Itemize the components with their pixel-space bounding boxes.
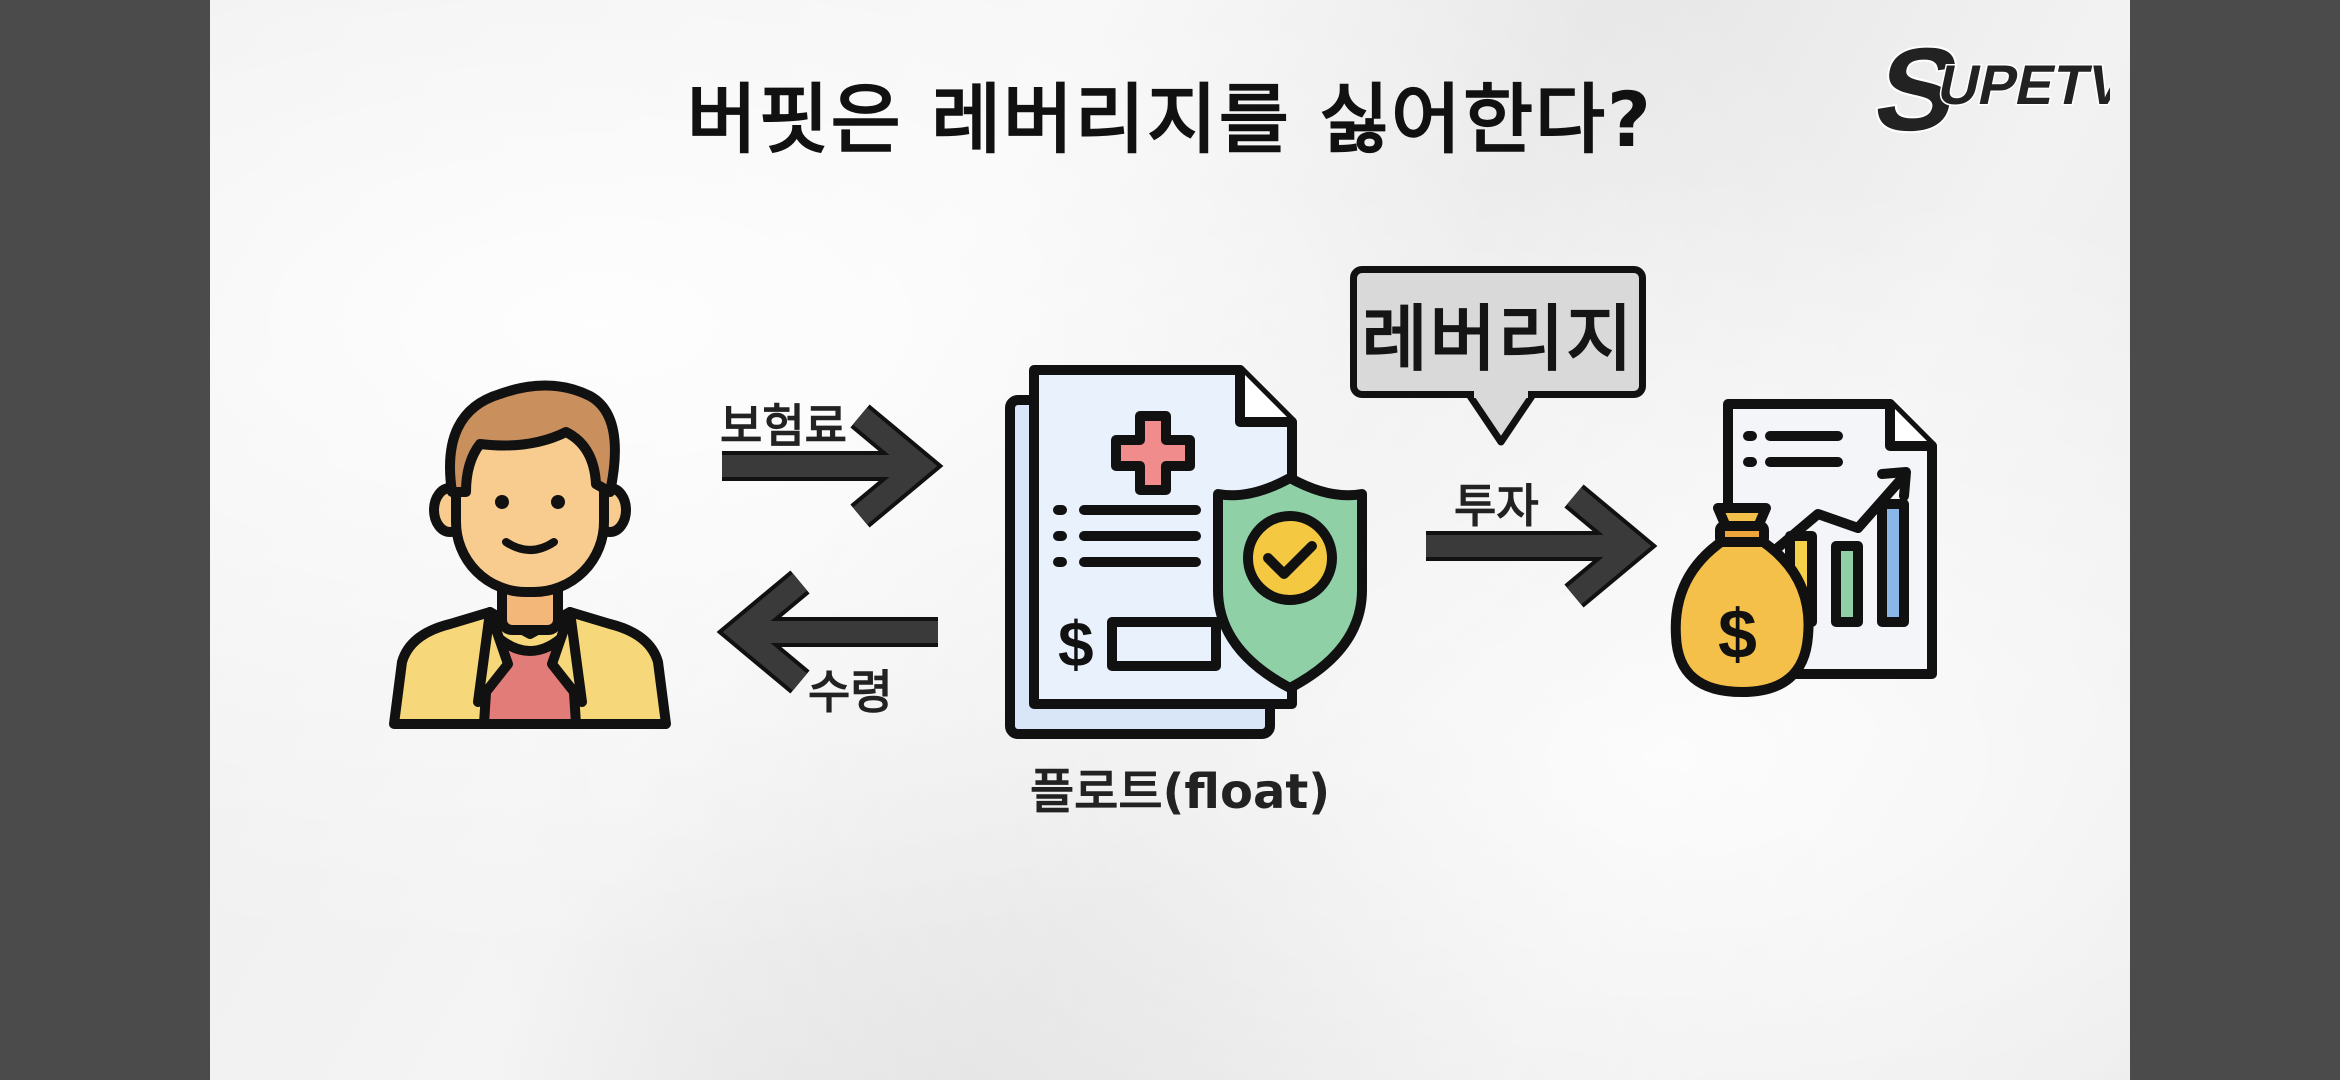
invest-label: 투자 bbox=[1454, 479, 1539, 533]
right-letterbox bbox=[2130, 0, 2340, 1080]
invest-arrow-right bbox=[1426, 484, 1658, 608]
svg-text:UPETV: UPETV bbox=[1933, 54, 2110, 116]
float-label: 플로트(float) bbox=[1030, 764, 1331, 820]
slide-title: 버핏은 레버리지를 싫어한다? bbox=[686, 75, 1654, 164]
left-letterbox bbox=[0, 0, 210, 1080]
svg-text:$: $ bbox=[1718, 595, 1757, 673]
insurance-document-icon: $ bbox=[1005, 365, 1367, 739]
premium-label: 보험료 bbox=[720, 399, 847, 453]
premium-arrow-right bbox=[722, 404, 944, 528]
speech-bubble-tail bbox=[1467, 390, 1535, 446]
leverage-speech-bubble: 레버리지 bbox=[1350, 266, 1646, 398]
person-icon bbox=[389, 380, 671, 729]
receive-label: 수령 bbox=[808, 665, 893, 719]
svg-text:$: $ bbox=[1058, 608, 1094, 680]
slide: 버핏은 레버리지를 싫어한다? S UPETV bbox=[210, 0, 2130, 1080]
supetv-logo: S UPETV bbox=[1862, 26, 2110, 156]
receive-arrow-left bbox=[716, 570, 938, 694]
investment-report-icon: $ bbox=[1670, 399, 1937, 697]
